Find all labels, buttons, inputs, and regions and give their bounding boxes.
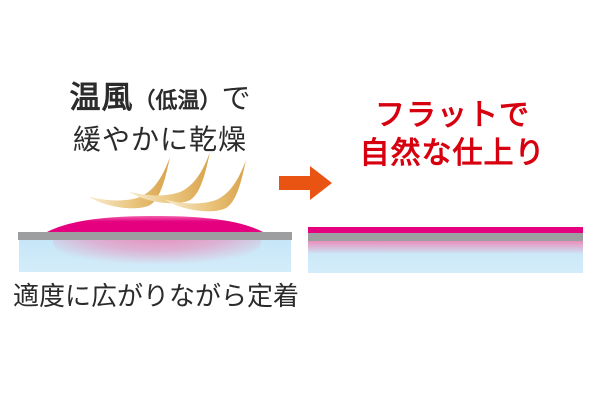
left-heading-emphasis: 温風 bbox=[69, 80, 134, 115]
right-arrow-icon bbox=[279, 166, 332, 200]
surface-bar bbox=[18, 232, 292, 240]
ink-diffusion bbox=[308, 241, 583, 254]
ink-drop-illustration bbox=[18, 152, 292, 272]
warm-air-swoosh-icon bbox=[129, 152, 210, 204]
ink-diffusion bbox=[53, 240, 261, 268]
right-heading: フラットで 自然な仕上り bbox=[335, 97, 570, 173]
left-heading: 温風（低温）で 緩やかに乾燥 bbox=[38, 80, 282, 158]
flat-finish-illustration bbox=[308, 227, 583, 273]
flat-ink-layer bbox=[308, 227, 583, 233]
right-heading-line2: 自然な仕上り bbox=[359, 137, 546, 170]
ink-droplet-dome bbox=[47, 216, 263, 232]
left-heading-line2: 緩やかに乾燥 bbox=[72, 124, 247, 155]
surface-bar bbox=[308, 233, 583, 241]
left-caption: 適度に広がりながら定着 bbox=[12, 281, 299, 311]
left-heading-tail: で bbox=[221, 83, 251, 115]
right-heading-line1: フラットで bbox=[375, 99, 530, 132]
warm-air-streams bbox=[89, 152, 246, 212]
left-heading-line1: 温風（低温）で bbox=[38, 80, 282, 122]
left-heading-paren: （低温） bbox=[133, 88, 222, 113]
